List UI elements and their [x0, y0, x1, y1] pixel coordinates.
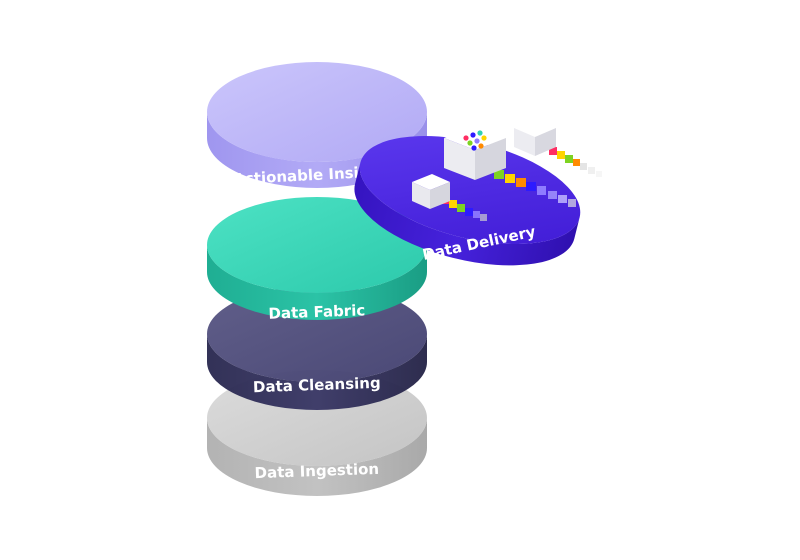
server-box-icon — [412, 174, 450, 209]
server-box-icon — [444, 126, 506, 180]
layer-data-fabric: Data Fabric — [207, 197, 427, 323]
brand-logo-icon — [463, 130, 487, 151]
layer-data-delivery: Data Delivery — [354, 119, 602, 266]
data-stream-upper — [494, 170, 576, 207]
server-box-icon — [514, 119, 556, 156]
data-stream-right — [549, 147, 602, 177]
layer-label-data-ingestion: Data Ingestion — [254, 460, 379, 482]
layer-label-data-fabric: Data Fabric — [268, 301, 365, 322]
layer-label-data-cleansing: Data Cleansing — [253, 374, 381, 396]
